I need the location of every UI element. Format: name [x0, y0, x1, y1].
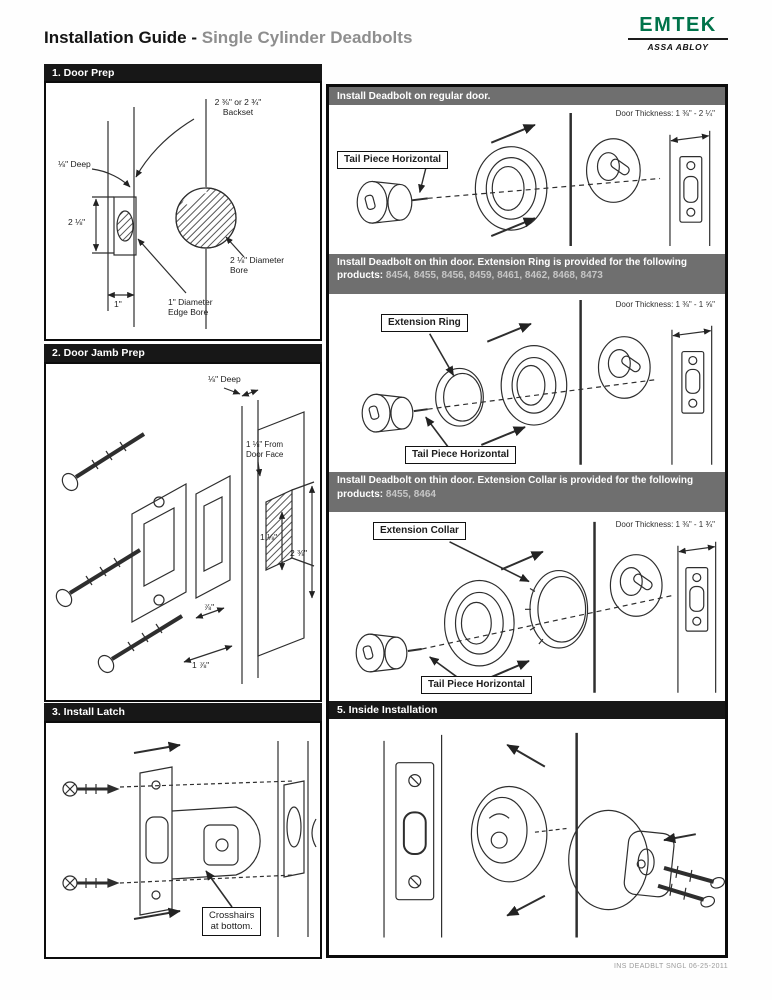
label-door-thickness-collar: Door Thickness: 1 ⅜" - 1 ¾" — [615, 520, 715, 530]
label-door-thickness-regular: Door Thickness: 1 ⅜" - 2 ¼" — [615, 109, 715, 118]
regular-door-bar: Install Deadbolt on regular door. — [329, 87, 725, 105]
right-column: Install Deadbolt on regular door. — [326, 84, 728, 958]
label-door-thickness-ring: Door Thickness: 1 ⅜" - 1 ⅝" — [615, 299, 715, 309]
label-jamb-deep: ⅛" Deep — [208, 374, 241, 384]
extension-collar-panel: Door Thickness: 1 ⅜" - 1 ¾" Extension Co… — [329, 512, 725, 701]
document-code: INS DEADBLT SNGL 06-25-2011 — [613, 963, 728, 970]
extension-collar-diagram — [355, 522, 717, 693]
door-jamb-prep-panel: ⅛" Deep 1 ⅛" From Door Face 1 ⅛" 2 ⅜" ⅞"… — [44, 362, 322, 702]
label-edge-bore: 1" Diameter Edge Bore — [168, 297, 213, 318]
label-from-door-face: 1 ⅛" From Door Face — [246, 440, 284, 459]
door-prep-panel: 2 ⅜" or 2 ¾" Backset ⅛" Deep 2 ⅛" 1" 2 ⅛… — [44, 81, 322, 341]
regular-door-panel: Door Thickness: 1 ⅜" - 2 ¼" Tail Piece H… — [329, 105, 725, 254]
extension-collar-bar-text: Install Deadbolt on thin door. Extension… — [337, 475, 694, 500]
extension-ring-panel: Door Thickness: 1 ⅜" - 1 ⅝" Extension Ri… — [329, 293, 725, 473]
label-jamb-dim-d: 1 ⅞" — [192, 660, 210, 670]
label-tail-piece-regular: Tail Piece Horizontal — [337, 151, 449, 169]
label-height-dim: 2 ⅛" — [68, 217, 86, 227]
inside-installation-panel — [329, 718, 725, 956]
extension-collar-bar: Install Deadbolt on thin door. Extension… — [329, 472, 725, 513]
section-3-header: 3. Install Latch — [44, 703, 322, 721]
page-title: Installation Guide - Single Cylinder Dea… — [44, 28, 412, 48]
label-deep: ⅛" Deep — [58, 159, 91, 169]
door-jamb-prep-diagram — [55, 387, 316, 684]
inside-installation-diagram — [383, 732, 725, 938]
door-prep-diagram — [91, 99, 245, 329]
regular-door-bar-text: Install Deadbolt on regular door. — [337, 91, 491, 102]
brand-logo-assa-abloy: ASSA ABLOY — [647, 42, 709, 52]
install-latch-diagram — [62, 741, 317, 937]
section-2-header: 2. Door Jamb Prep — [44, 344, 322, 362]
label-crosshairs: Crosshairs at bottom. — [202, 907, 262, 936]
brand-logo: EMTEK ASSA ABLOY — [628, 14, 728, 52]
label-width-dim: 1" — [114, 299, 122, 309]
label-jamb-dim-a: 1 ⅛" — [260, 532, 278, 542]
page-title-bold: Installation Guide - — [44, 28, 198, 47]
extension-collar-products: 8455, 8464 — [385, 488, 436, 500]
install-latch-panel: Crosshairs at bottom. — [44, 721, 322, 959]
regular-door-diagram — [356, 112, 711, 246]
label-jamb-dim-b: 2 ⅜" — [290, 548, 308, 558]
label-extension-ring: Extension Ring — [381, 313, 468, 332]
label-tail-piece-collar: Tail Piece Horizontal — [421, 676, 533, 695]
extension-ring-diagram — [361, 299, 713, 465]
label-tail-piece-ring: Tail Piece Horizontal — [405, 445, 517, 464]
page-subtitle: Single Cylinder Deadbolts — [201, 28, 413, 47]
extension-ring-bar: Install Deadbolt on thin door. Extension… — [329, 253, 725, 294]
label-jamb-dim-c: ⅞" — [204, 602, 215, 612]
section-1-header: 1. Door Prep — [44, 64, 322, 81]
extension-ring-bar-text: Install Deadbolt on thin door. Extension… — [337, 256, 687, 282]
section-5-header: 5. Inside Installation — [329, 700, 725, 719]
label-extension-collar: Extension Collar — [373, 522, 466, 541]
label-backset: 2 ⅜" or 2 ¾" Backset — [214, 97, 262, 118]
label-bore: 2 ⅛" Diameter Bore — [230, 255, 285, 276]
brand-logo-emtek: EMTEK — [628, 14, 728, 40]
extension-ring-products: 8454, 8455, 8456, 8459, 8461, 8462, 8468… — [385, 270, 603, 282]
